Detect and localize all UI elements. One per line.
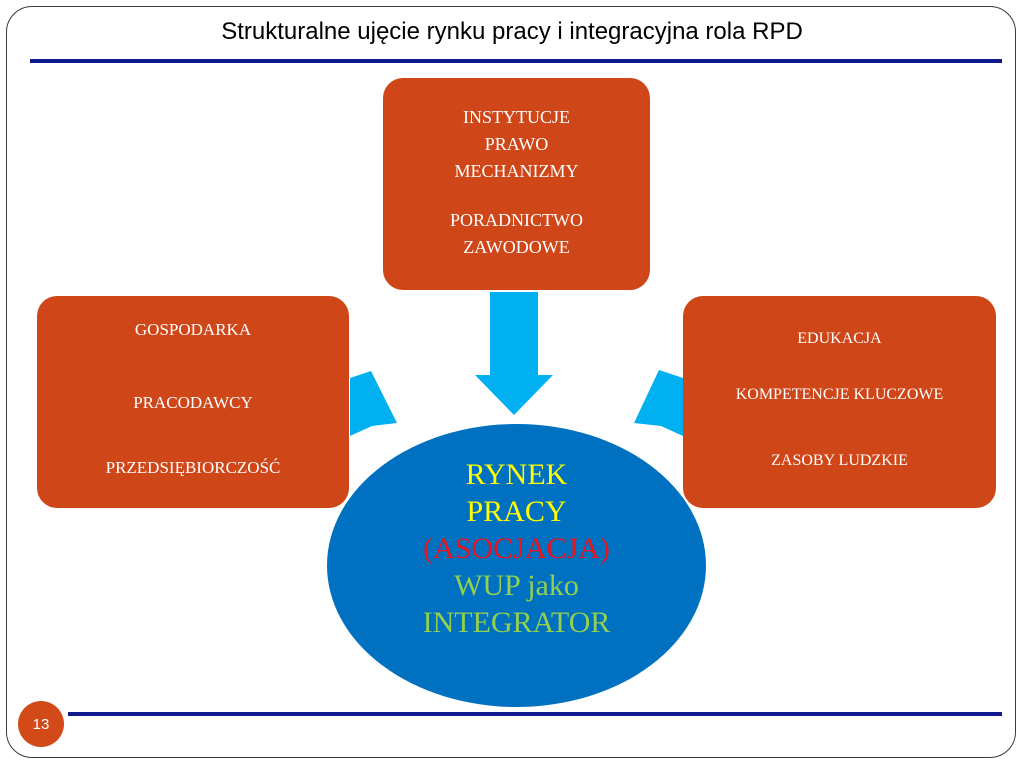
box-line: GOSPODARKA <box>134 320 252 339</box>
box-line: KOMPETENCJE KLUCZOWE <box>735 386 944 403</box>
education-box: EDUKACJA KOMPETENCJE KLUCZOWE ZASOBY LUD… <box>683 296 996 508</box>
box-line: PRAWO <box>484 134 549 154</box>
slide-frame <box>6 6 1016 758</box>
arrow-left-icon <box>634 370 683 436</box>
center-line-rynek: RYNEK <box>465 458 568 491</box>
box-line: ZASOBY LUDZKIE <box>771 452 908 469</box>
footer-divider <box>68 712 1002 716</box>
labor-market-ellipse: RYNEK PRACY (ASOCJACJA) WUP jako INTEGRA… <box>327 424 706 707</box>
box-line: PRZEDSIĘBIORCZOŚĆ <box>105 458 281 477</box>
box-line: EDUKACJA <box>797 330 882 347</box>
arrow-down-icon <box>475 292 553 415</box>
center-line-integrator: INTEGRATOR <box>422 606 611 639</box>
box-line: ZAWODOWE <box>463 237 570 257</box>
center-line-wup: WUP jako <box>454 569 579 602</box>
institutions-box: INSTYTUCJE PRAWO MECHANIZMY PORADNICTWO … <box>383 78 650 290</box>
box-line: PORADNICTWO <box>450 210 583 230</box>
center-line-pracy: PRACY <box>466 495 567 528</box>
center-line-asocjacja: (ASOCJACJA) <box>423 532 610 565</box>
title-divider <box>30 59 1002 63</box>
box-line: PRACODAWCY <box>133 393 253 412</box>
arrow-right-icon <box>350 371 397 436</box>
slide-title: Strukturalne ujęcie rynku pracy i integr… <box>221 18 803 45</box>
economy-box: GOSPODARKA PRACODAWCY PRZEDSIĘBIORCZOŚĆ <box>37 296 349 508</box>
box-line: MECHANIZMY <box>454 161 579 181</box>
page-number-badge: 13 <box>18 701 64 747</box>
box-line: INSTYTUCJE <box>463 107 570 127</box>
